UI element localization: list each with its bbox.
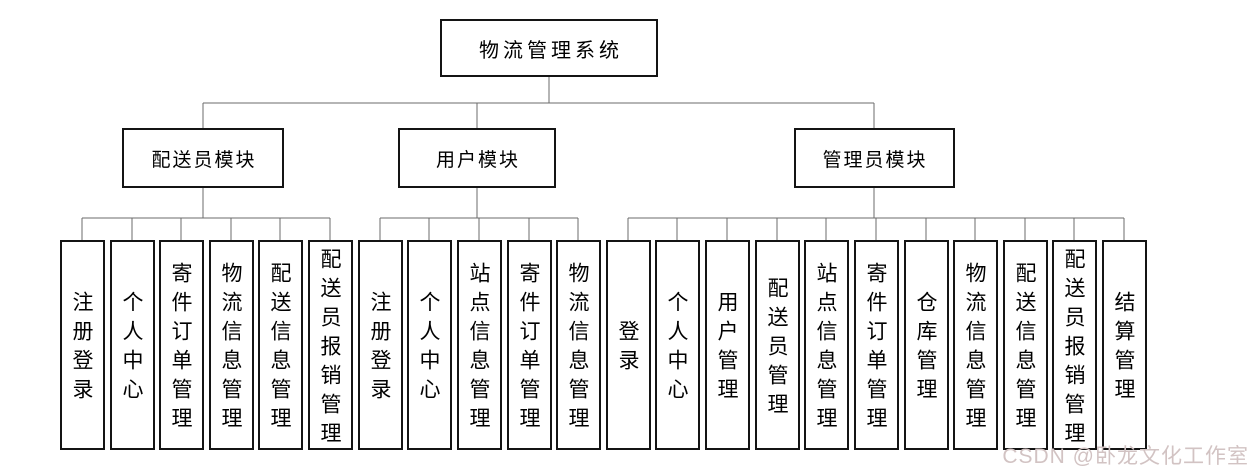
leaf-box-2-3: 配送员管理 [754, 240, 800, 450]
leaf-box-2-7-label: 物流信息管理 [963, 262, 987, 436]
leaf-box-2-2: 用户管理 [704, 240, 750, 450]
leaf-box-0-3-label: 物流信息管理 [219, 262, 243, 436]
leaf-box-2-10-label: 结算管理 [1112, 291, 1136, 407]
leaf-box-1-0: 注册登录 [357, 240, 403, 450]
leaf-box-0-4: 配送信息管理 [257, 240, 303, 450]
leaf-box-2-8-label: 配送信息管理 [1013, 262, 1037, 436]
leaf-box-2-7: 物流信息管理 [952, 240, 998, 450]
leaf-box-0-5-label: 配送员报销管理 [318, 247, 342, 451]
leaf-box-2-1-label: 个人中心 [665, 291, 689, 407]
leaf-box-2-6: 仓库管理 [903, 240, 949, 450]
leaf-box-2-4: 站点信息管理 [803, 240, 849, 450]
module-box-1: 用户模块 [398, 128, 556, 188]
leaf-box-1-1: 个人中心 [406, 240, 452, 450]
leaf-box-0-2: 寄件订单管理 [158, 240, 204, 450]
leaf-box-1-3: 寄件订单管理 [506, 240, 552, 450]
leaf-box-2-1: 个人中心 [654, 240, 700, 450]
leaf-box-0-0-label: 注册登录 [70, 291, 94, 407]
leaf-box-2-0: 登录 [605, 240, 651, 450]
leaf-box-0-1-label: 个人中心 [120, 291, 144, 407]
leaf-box-2-9-label: 配送员报销管理 [1062, 247, 1086, 451]
leaf-box-2-2-label: 用户管理 [715, 291, 739, 407]
leaf-box-1-4-label: 物流信息管理 [566, 262, 590, 436]
module-box-2: 管理员模块 [793, 128, 955, 188]
leaf-box-1-4: 物流信息管理 [555, 240, 601, 450]
leaf-box-2-0-label: 登录 [616, 320, 640, 378]
root-box: 物流管理系统 [440, 19, 658, 77]
leaf-box-2-9: 配送员报销管理 [1051, 240, 1097, 451]
leaf-box-1-2: 站点信息管理 [456, 240, 502, 450]
leaf-box-0-5: 配送员报销管理 [307, 240, 353, 451]
leaf-box-2-5: 寄件订单管理 [853, 240, 899, 450]
leaf-box-0-0: 注册登录 [59, 240, 105, 450]
leaf-box-1-0-label: 注册登录 [368, 291, 392, 407]
leaf-box-0-3: 物流信息管理 [208, 240, 254, 450]
leaf-box-2-3-label: 配送员管理 [765, 276, 789, 422]
module-box-0: 配送员模块 [122, 128, 284, 188]
leaf-box-2-8: 配送信息管理 [1002, 240, 1048, 450]
leaf-box-0-1: 个人中心 [109, 240, 155, 450]
leaf-box-0-4-label: 配送信息管理 [268, 262, 292, 436]
leaf-box-1-1-label: 个人中心 [417, 291, 441, 407]
leaf-box-0-2-label: 寄件订单管理 [169, 262, 193, 436]
leaf-box-2-4-label: 站点信息管理 [814, 262, 838, 436]
module-box-1-label: 用户模块 [435, 149, 520, 171]
root-box-label: 物流管理系统 [479, 39, 623, 62]
leaf-box-2-10: 结算管理 [1101, 240, 1147, 450]
leaf-box-2-5-label: 寄件订单管理 [864, 262, 888, 436]
module-box-0-label: 配送员模块 [151, 149, 257, 171]
leaf-box-2-6-label: 仓库管理 [914, 291, 938, 407]
leaf-box-1-3-label: 寄件订单管理 [517, 262, 541, 436]
leaf-box-1-2-label: 站点信息管理 [467, 262, 491, 436]
module-box-2-label: 管理员模块 [822, 149, 928, 171]
